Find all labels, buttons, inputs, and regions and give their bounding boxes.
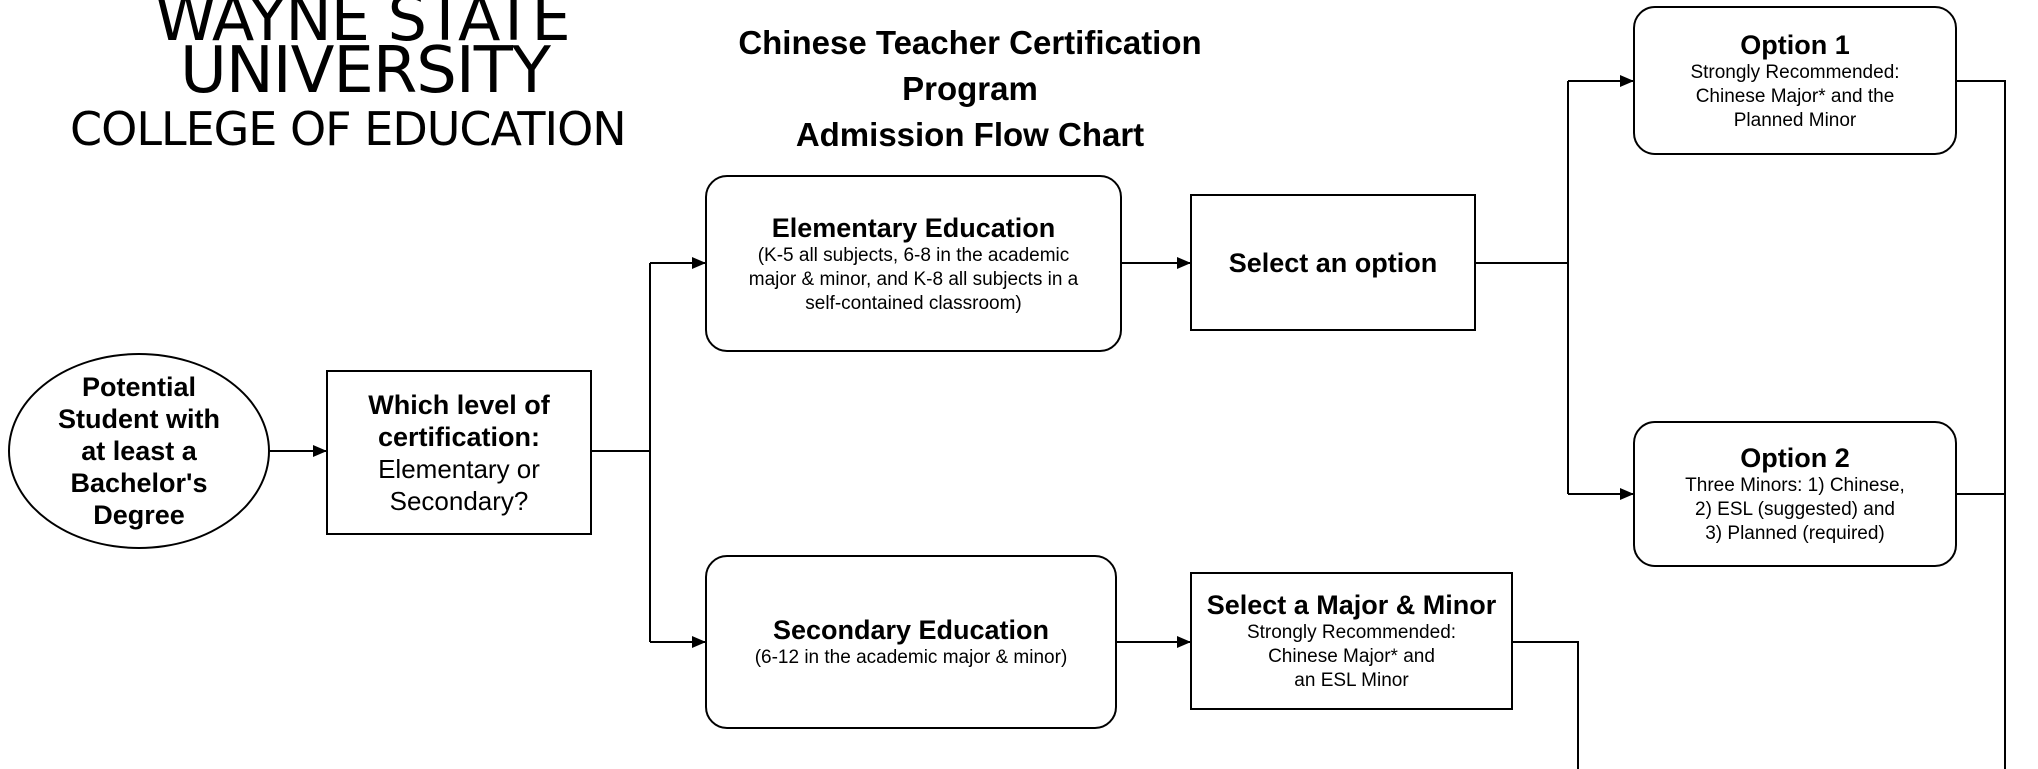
option-2-line-2: 2) ESL (suggested) and: [1695, 499, 1895, 520]
option-2-line-1: Three Minors: 1) Chinese,: [1685, 475, 1905, 496]
secondary-education-box: Secondary Education (6-12 in the academi…: [705, 555, 1117, 729]
start-line-1: Potential: [81, 372, 196, 402]
level-line-2: certification:: [377, 421, 541, 452]
major-minor-title: Select a Major & Minor: [1206, 590, 1497, 620]
start-node: Potential Student with at least a Bachel…: [8, 353, 270, 549]
option-2-line-3: 3) Planned (required): [1705, 523, 1885, 544]
logo-line-1: WAYNE STATE: [155, 0, 571, 55]
option-1-title: Option 1: [1740, 29, 1850, 60]
select-option-label: Select an option: [1228, 247, 1438, 278]
elementary-line-2: major & minor, and K-8 all subjects in a: [748, 268, 1079, 290]
page-title: Chinese Teacher Certification Program Ad…: [680, 20, 1260, 158]
secondary-line-1: (6-12 in the academic major & minor): [754, 647, 1068, 668]
elementary-title: Elementary Education: [771, 212, 1056, 243]
select-option-box: Select an option: [1190, 194, 1476, 331]
option-1-box: Option 1 Strongly Recommended: Chinese M…: [1633, 6, 1957, 155]
logo-line-2: UNIVERSITY: [180, 34, 551, 108]
wsu-logo: WAYNE STATE UNIVERSITY COLLEGE OF EDUCAT…: [70, 0, 627, 165]
level-question-box: Which level of certification: Elementary…: [326, 370, 592, 535]
level-line-4: Secondary?: [389, 485, 529, 516]
secondary-title: Secondary Education: [772, 615, 1050, 645]
elementary-education-box: Elementary Education (K-5 all subjects, …: [705, 175, 1122, 352]
start-line-2: Student with: [58, 404, 220, 434]
option-1-line-1: Strongly Recommended:: [1690, 61, 1900, 83]
start-line-5: Degree: [93, 500, 185, 530]
connector-option1-out: [1957, 80, 2006, 769]
major-minor-box: Select a Major & Minor Strongly Recommen…: [1190, 572, 1513, 710]
option-1-line-2: Chinese Major* and the: [1695, 85, 1895, 107]
major-minor-line-3: an ESL Minor: [1294, 670, 1409, 691]
elementary-line-3: self-contained classroom): [805, 292, 1022, 314]
level-line-1: Which level of: [368, 389, 550, 420]
elementary-line-1: (K-5 all subjects, 6-8 in the academic: [757, 244, 1070, 266]
start-line-3: at least a: [81, 436, 197, 466]
start-line-4: Bachelor's: [70, 468, 208, 498]
connector-major-out: [1513, 641, 1579, 769]
title-line-1: Chinese Teacher Certification Program: [738, 24, 1202, 107]
option-2-box: Option 2 Three Minors: 1) Chinese, 2) ES…: [1633, 421, 1957, 567]
major-minor-line-1: Strongly Recommended:: [1246, 622, 1457, 643]
option-2-title: Option 2: [1740, 443, 1850, 473]
major-minor-line-2: Chinese Major* and: [1268, 646, 1435, 667]
level-line-3: Elementary or: [378, 453, 540, 484]
title-line-2: Admission Flow Chart: [795, 116, 1145, 153]
logo-line-3: COLLEGE OF EDUCATION: [70, 102, 627, 156]
option-1-line-3: Planned Minor: [1733, 109, 1857, 131]
